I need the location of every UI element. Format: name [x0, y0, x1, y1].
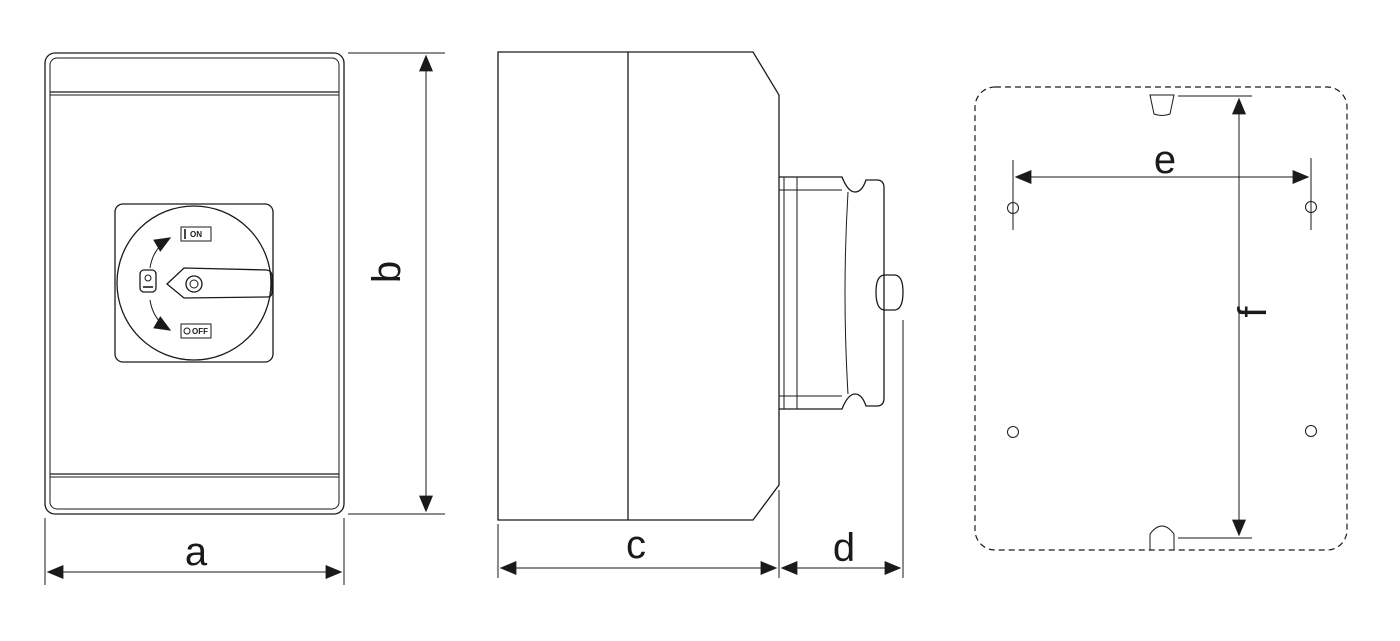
- on-label: ON: [190, 230, 202, 239]
- mounting-outline-dashed: [974, 86, 1348, 551]
- dimension-e-label: e: [1154, 138, 1176, 182]
- knob-side-profile: [779, 176, 904, 410]
- enclosure-side-outline: [497, 51, 780, 521]
- top-keyhole-slot: [1149, 94, 1175, 116]
- mounting-view: e f: [974, 86, 1348, 551]
- front-view: ON OFF a b: [44, 52, 445, 585]
- dimension-c-label: c: [626, 523, 646, 567]
- bottom-keyhole-slot: [1149, 525, 1175, 550]
- off-label: OFF: [192, 327, 208, 336]
- dimension-b-label: b: [365, 261, 409, 283]
- side-view: c d: [497, 51, 904, 578]
- enclosure-outline: [44, 52, 345, 515]
- dimension-f-label: f: [1231, 306, 1275, 318]
- dimension-d-label: d: [833, 526, 855, 570]
- mounting-hole-bottom-right: [1305, 425, 1317, 437]
- on-position-tag: ON: [180, 226, 212, 242]
- dimension-a-label: a: [185, 530, 208, 574]
- handle-pivot: [185, 275, 203, 293]
- switch-plate: [114, 203, 274, 363]
- rotate-up-arrow-icon: [149, 237, 172, 269]
- switch-dial: [116, 205, 272, 361]
- switch-handle: [166, 267, 273, 299]
- mounting-hole-bottom-left: [1007, 426, 1019, 438]
- off-position-tag: OFF: [180, 323, 212, 339]
- padlock-icon: [139, 269, 157, 293]
- rotate-down-arrow-icon: [149, 299, 172, 331]
- enclosure-inner-outline: [49, 57, 340, 510]
